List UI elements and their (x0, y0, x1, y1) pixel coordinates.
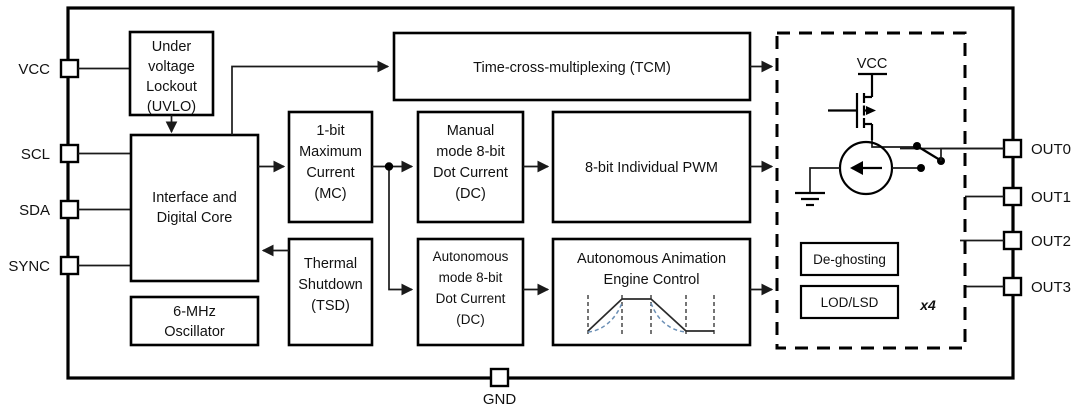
block-tsd-line-2: (TSD) (311, 298, 350, 314)
pin-label-sync: SYNC (8, 258, 50, 275)
block-interface-rect (129, 133, 260, 283)
pin-square-sda (59, 199, 80, 220)
pin-sda: SDA (19, 199, 131, 220)
pin-vcc: VCC (18, 58, 130, 79)
block-lodlsd-label: LOD/LSD (821, 295, 879, 310)
pmos-transistor-icon (828, 93, 876, 140)
block-pwm: 8-bit Individual PWM (551, 110, 752, 224)
block-interface: Interface and Digital Core (129, 133, 260, 283)
pin-label-gnd: GND (483, 391, 517, 408)
block-lodlsd-rect (799, 284, 900, 320)
junction-dot-mc (384, 162, 394, 171)
block-auto-dc-line-3: (DC) (456, 312, 485, 327)
block-mc-line-0: 1-bit (316, 123, 344, 139)
block-oscillator-line-0: 6-MHz (173, 304, 216, 320)
pin-label-scl: SCL (21, 146, 50, 163)
pin-label-out2: OUT2 (1031, 233, 1071, 250)
output-stage-multiplier-label: x4 (919, 297, 936, 313)
pin-square-out0 (1002, 138, 1023, 159)
block-uvlo-line-0: Under (152, 39, 192, 55)
current-source-icon (838, 140, 925, 196)
block-manual-dc-line-1: mode 8-bit (436, 144, 505, 160)
block-auto-dc: Autonomous mode 8-bit Dot Current (DC) (416, 237, 525, 347)
pin-out1: OUT1 (1002, 186, 1071, 207)
output-stage-boundary (775, 31, 967, 350)
block-deghost: De-ghosting (799, 241, 900, 277)
block-animation-rect (551, 237, 752, 347)
pin-square-sync (59, 255, 80, 276)
block-uvlo: Under voltage Lockout (UVLO) (128, 30, 215, 117)
waveform-dashed-trace-2 (650, 302, 687, 333)
pin-square-vcc (59, 58, 80, 79)
block-oscillator-rect (129, 295, 260, 347)
block-mc-line-1: Maximum (299, 144, 362, 160)
wire-switch-to-out0 (940, 147, 1004, 161)
wire-source-to-ground (809, 167, 840, 193)
block-auto-dc-line-2: Dot Current (436, 291, 506, 306)
block-animation-line-0: Autonomous Animation (577, 251, 726, 267)
block-animation: Autonomous Animation Engine Control (551, 237, 752, 347)
ground-icon (795, 191, 825, 207)
block-auto-dc-rect (416, 237, 525, 347)
pin-label-out0: OUT0 (1031, 141, 1071, 158)
pin-square-out2 (1002, 230, 1023, 251)
current-source-node-dot (917, 164, 925, 172)
animation-waveform (587, 295, 715, 336)
spdt-switch-blade (916, 145, 941, 161)
pin-gnd: GND (483, 367, 517, 408)
block-manual-dc-line-3: (DC) (455, 186, 486, 202)
pin-out2: OUT2 (1002, 230, 1071, 251)
pin-sync: SYNC (8, 255, 131, 276)
block-uvlo-line-1: voltage (148, 59, 195, 75)
waveform-dashed-trace (587, 302, 623, 333)
pin-square-out1 (1002, 186, 1023, 207)
block-manual-dc-rect (416, 110, 525, 224)
pin-label-out3: OUT3 (1031, 279, 1071, 296)
block-tcm-line-0: Time-cross-multiplexing (TCM) (473, 60, 671, 76)
block-uvlo-line-2: Lockout (146, 79, 197, 95)
pin-square-gnd (489, 367, 510, 388)
output-stage: VCC (775, 31, 1004, 350)
block-tsd-line-0: Thermal (304, 256, 357, 272)
block-animation-line-1: Engine Control (604, 272, 700, 288)
block-deghost-rect (799, 241, 900, 277)
pin-scl: SCL (21, 143, 131, 164)
block-pwm-line-0: 8-bit Individual PWM (585, 160, 718, 176)
block-tcm: Time-cross-multiplexing (TCM) (392, 31, 752, 102)
block-manual-dc: Manual mode 8-bit Dot Current (DC) (416, 110, 525, 224)
pin-label-out1: OUT1 (1031, 189, 1071, 206)
mosfet-arrow (866, 106, 876, 115)
block-mc: 1-bit Maximum Current (MC) (287, 110, 374, 224)
block-mc-line-2: Current (306, 165, 354, 181)
block-interface-line-0: Interface and (152, 190, 237, 206)
block-tsd: Thermal Shutdown (TSD) (287, 237, 374, 347)
block-lodlsd: LOD/LSD (799, 284, 900, 320)
block-interface-line-1: Digital Core (157, 210, 233, 226)
block-tsd-line-1: Shutdown (298, 277, 363, 293)
block-auto-dc-line-1: mode 8-bit (439, 270, 503, 285)
waveform-main-trace (587, 298, 714, 332)
block-tcm-rect (392, 31, 752, 102)
block-pwm-rect (551, 110, 752, 224)
pin-out0: OUT0 (1002, 138, 1071, 159)
block-manual-dc-line-2: Dot Current (433, 165, 508, 181)
block-tsd-rect (287, 237, 374, 347)
current-source-arrowhead (850, 161, 863, 175)
pin-label-sda: SDA (19, 202, 50, 219)
block-manual-dc-line-0: Manual (447, 123, 495, 139)
block-auto-dc-line-0: Autonomous (433, 249, 509, 264)
block-deghost-label: De-ghosting (813, 252, 886, 267)
pin-square-scl (59, 143, 80, 164)
pin-square-out3 (1002, 276, 1023, 297)
block-oscillator: 6-MHz Oscillator (129, 295, 260, 347)
wire-mc-to-auto (388, 166, 414, 296)
wire-interface-tcm (231, 60, 390, 135)
pin-label-vcc: VCC (18, 61, 50, 78)
block-uvlo-line-3: (UVLO) (147, 99, 196, 115)
block-mc-line-3: (MC) (314, 186, 346, 202)
block-oscillator-line-1: Oscillator (164, 324, 225, 340)
output-stage-vcc-label: VCC (857, 56, 888, 72)
pin-out3: OUT3 (1002, 276, 1071, 297)
